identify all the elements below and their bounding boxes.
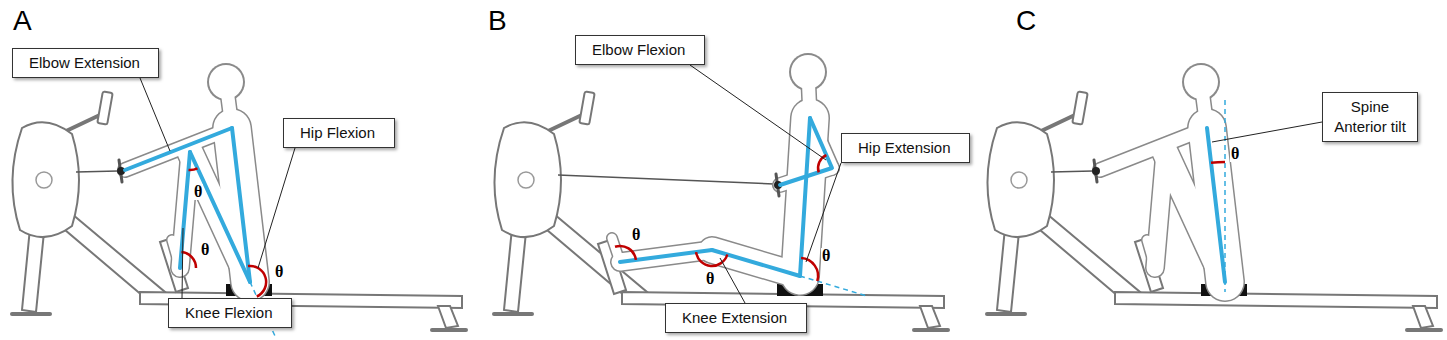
torso-outline — [800, 118, 810, 276]
knee-arc — [189, 168, 198, 170]
head-outline — [789, 53, 827, 91]
rowing-machine — [494, 91, 948, 330]
box-label: Elbow Extension — [29, 53, 140, 73]
handle-chain — [558, 175, 774, 184]
thigh-segment — [190, 152, 250, 282]
label-box: Knee Flexion — [168, 298, 292, 328]
spine-segment — [1207, 128, 1225, 282]
shin-segment — [180, 152, 190, 268]
label-box: Spine Anterior tilt — [1322, 92, 1418, 142]
leader-line — [690, 65, 826, 160]
arm-segment — [125, 128, 232, 170]
label-box: Hip Flexion — [283, 118, 395, 148]
leader-line — [182, 228, 183, 298]
angle-symbol: θ — [631, 227, 641, 243]
knee-arc — [696, 252, 727, 266]
thigh — [712, 250, 800, 276]
label-box: Elbow Flexion — [575, 35, 705, 65]
rower-figure — [12, 63, 466, 330]
box-label: Knee Flexion — [185, 303, 273, 323]
angle-symbol: θ — [821, 248, 831, 264]
joint-segments — [125, 128, 250, 282]
angle-symbol: θ — [1230, 146, 1240, 162]
body-fill — [612, 55, 832, 276]
angle-symbol: θ — [705, 271, 715, 287]
foot — [612, 238, 620, 262]
panel-letter: B — [487, 6, 508, 36]
leader-line — [720, 258, 745, 303]
leader-line — [140, 78, 170, 151]
box-label: Hip Extension — [858, 138, 951, 158]
body-outline — [612, 53, 832, 276]
panel-letter: C — [1015, 6, 1037, 36]
box-label: Elbow Flexion — [592, 40, 685, 60]
torso — [800, 118, 810, 276]
ankle-arc — [181, 252, 196, 268]
label-box: Knee Extension — [665, 303, 807, 333]
angle-arcs — [615, 155, 826, 281]
angle-arcs — [181, 168, 266, 296]
box-label: Hip Flexion — [300, 123, 375, 143]
box-label: Spine Anterior tilt — [1331, 97, 1409, 137]
leader-line — [1212, 122, 1322, 142]
angle-symbol: θ — [274, 264, 284, 280]
trunk-segment — [800, 118, 810, 276]
tilt-arc — [1211, 161, 1225, 164]
leader-lines — [140, 78, 295, 298]
angle-symbol: θ — [193, 184, 203, 200]
ankle-arc — [615, 246, 636, 260]
leader-line — [258, 148, 295, 268]
label-box: Hip Extension — [841, 133, 970, 163]
head — [791, 55, 825, 89]
label-box: Elbow Extension — [12, 48, 159, 78]
rower-figure — [987, 63, 1441, 330]
box-label: Knee Extension — [682, 308, 787, 328]
thigh-segment — [712, 250, 800, 276]
reference-line — [800, 276, 867, 296]
angle-symbol: θ — [200, 242, 210, 258]
leader-lines — [690, 65, 841, 303]
panel-letter: A — [12, 6, 33, 36]
hip-arc — [801, 258, 818, 281]
hip-arc — [248, 266, 266, 297]
